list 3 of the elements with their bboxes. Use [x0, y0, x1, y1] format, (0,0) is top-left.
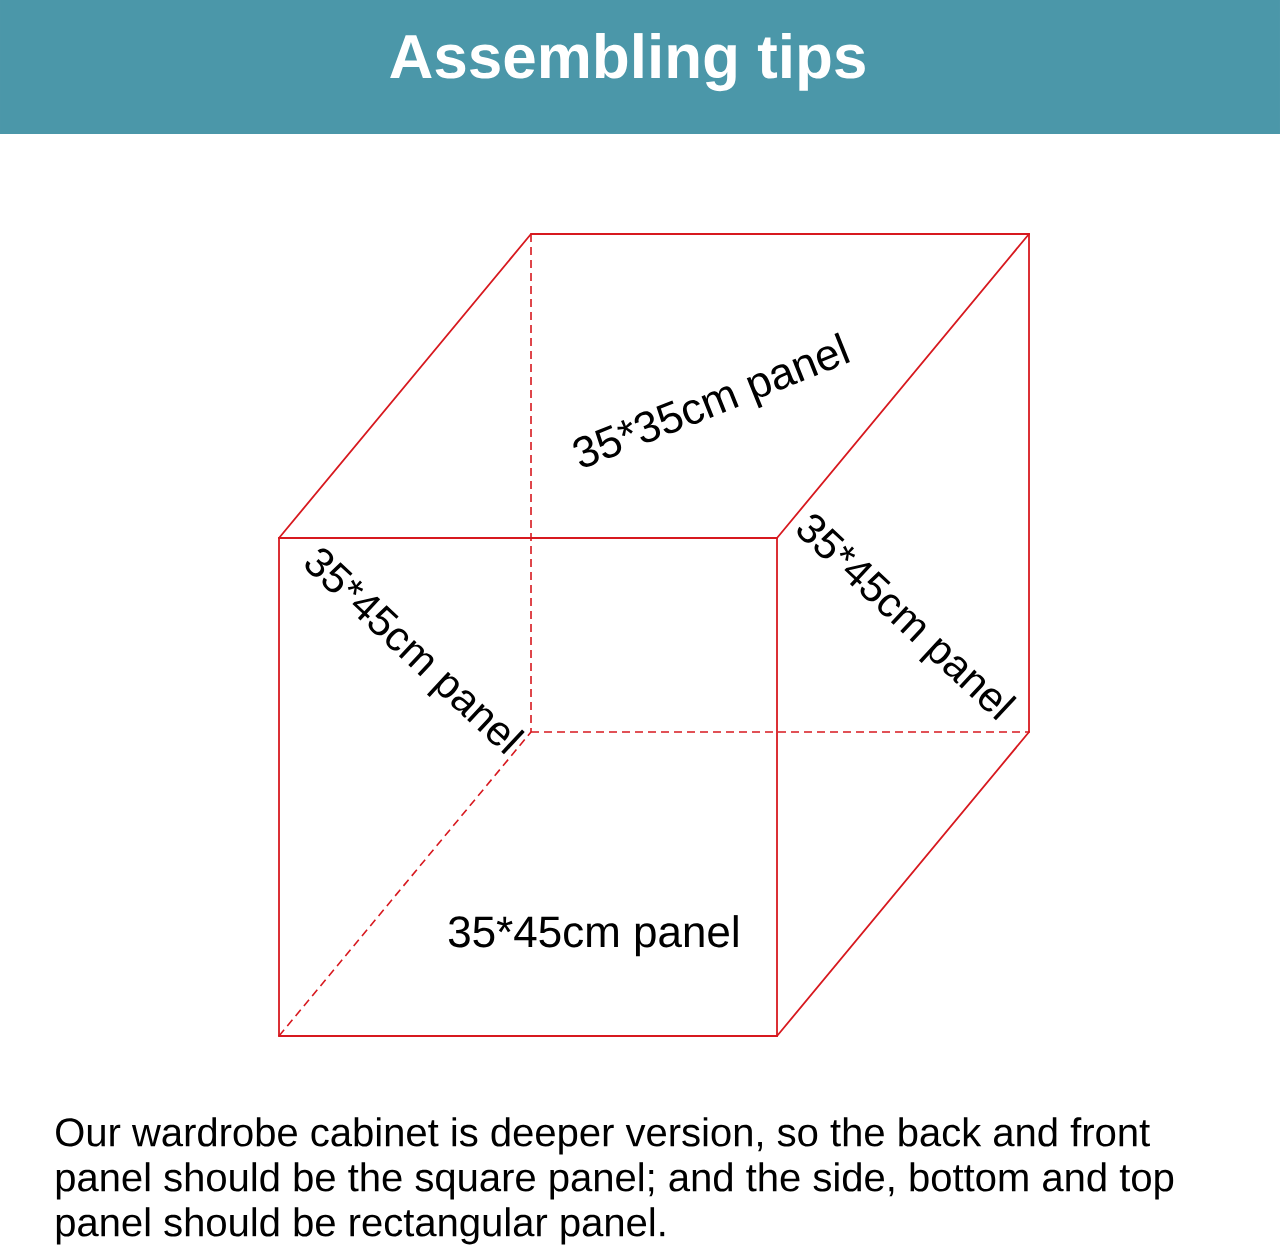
- panel-label: 35*45cm panel: [448, 915, 738, 957]
- caption: Our wardrobe cabinet is deeper version, so the back and front panel should be the square panel; and the side, bottom and top panel should be rectangular panel.: [56, 1117, 1174, 1245]
- title-banner: Assembling tips: [0, 0, 1280, 134]
